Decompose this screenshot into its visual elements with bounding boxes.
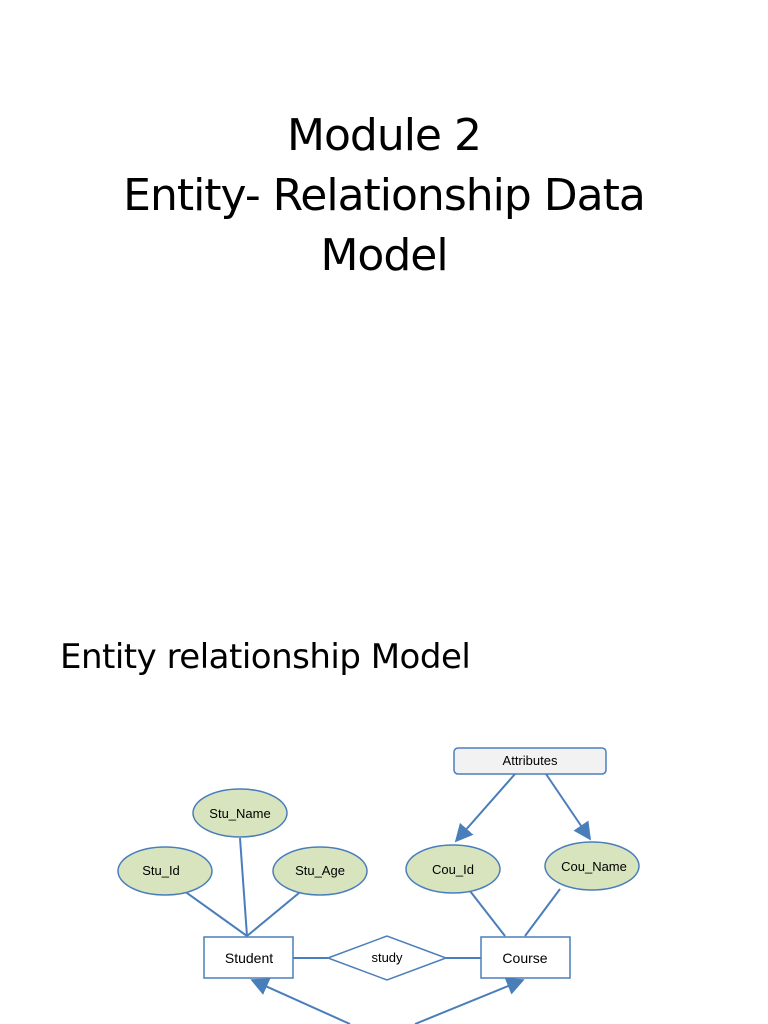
arrow-to-student (250, 978, 351, 1024)
attributes-box: Attributes (453, 747, 607, 775)
relationship-study-label: study (371, 950, 403, 965)
title-line-2: Entity- Relationship Data (123, 170, 646, 221)
entity-student: Student (203, 936, 294, 979)
attribute-cou-name-label: Cou_Name (561, 859, 627, 874)
attribute-stu-age: Stu_Age (272, 846, 368, 896)
connector-stu-age (246, 887, 306, 937)
connector-stu-id (179, 887, 248, 937)
relationship-study: study (325, 935, 449, 981)
title-line-1: Module 2 (287, 110, 482, 161)
connector-cou-name (524, 888, 561, 937)
entity-course: Course (480, 936, 571, 979)
attribute-stu-name: Stu_Name (192, 788, 288, 838)
connector-stu-name (239, 837, 248, 937)
attribute-stu-age-label: Stu_Age (295, 863, 345, 878)
slide-title: Module 2 Entity- Relationship Data Model (0, 106, 768, 286)
attribute-stu-id: Stu_Id (117, 846, 213, 896)
attribute-stu-id-label: Stu_Id (142, 863, 180, 878)
arrow-to-cou-id (454, 773, 516, 843)
title-line-3: Model (320, 230, 448, 281)
title-slide: Module 2 Entity- Relationship Data Model (0, 106, 768, 286)
er-diagram: Attributes Stu_Name Stu_Id Stu_Age Cou_I… (117, 747, 640, 1024)
attribute-cou-id-label: Cou_Id (432, 862, 474, 877)
connector-cou-id (469, 890, 506, 937)
entity-student-label: Student (225, 950, 273, 966)
arrow-to-course (414, 977, 525, 1024)
er-model-slide: Attributes Stu_Name Stu_Id Stu_Age Cou_I… (0, 583, 768, 1024)
attribute-cou-id: Cou_Id (405, 844, 501, 894)
slide-heading: Entity relationship Model (60, 637, 471, 677)
attributes-box-label: Attributes (503, 753, 558, 768)
attribute-cou-name: Cou_Name (544, 841, 640, 891)
attribute-stu-name-label: Stu_Name (209, 806, 270, 821)
arrow-to-cou-name (545, 773, 592, 841)
entity-course-label: Course (502, 950, 547, 966)
